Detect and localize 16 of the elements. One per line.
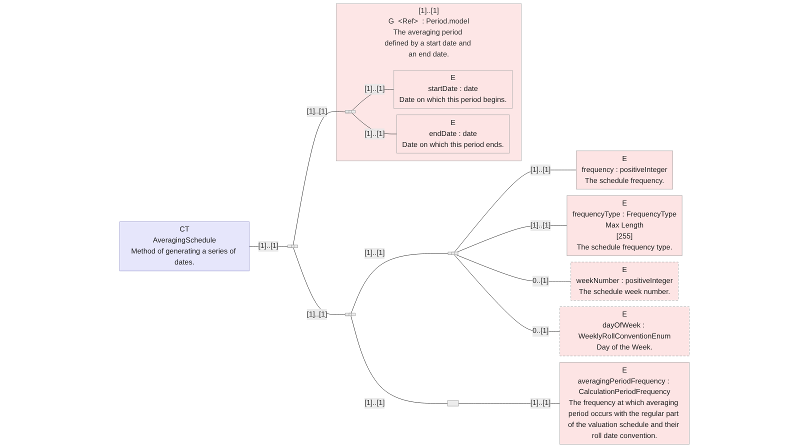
connector — [293, 248, 346, 315]
connector — [456, 254, 572, 282]
connector — [456, 225, 568, 252]
node-bar — [448, 252, 458, 255]
connector — [352, 89, 394, 111]
connector — [292, 111, 346, 246]
connector — [454, 170, 577, 252]
node-bar — [287, 244, 298, 248]
node-bar — [345, 110, 356, 114]
connector — [350, 253, 448, 314]
node-bar — [345, 312, 356, 316]
connector — [454, 254, 560, 332]
connector — [350, 316, 448, 404]
node-box — [447, 400, 459, 406]
connector — [458, 403, 560, 404]
connector — [352, 113, 397, 134]
